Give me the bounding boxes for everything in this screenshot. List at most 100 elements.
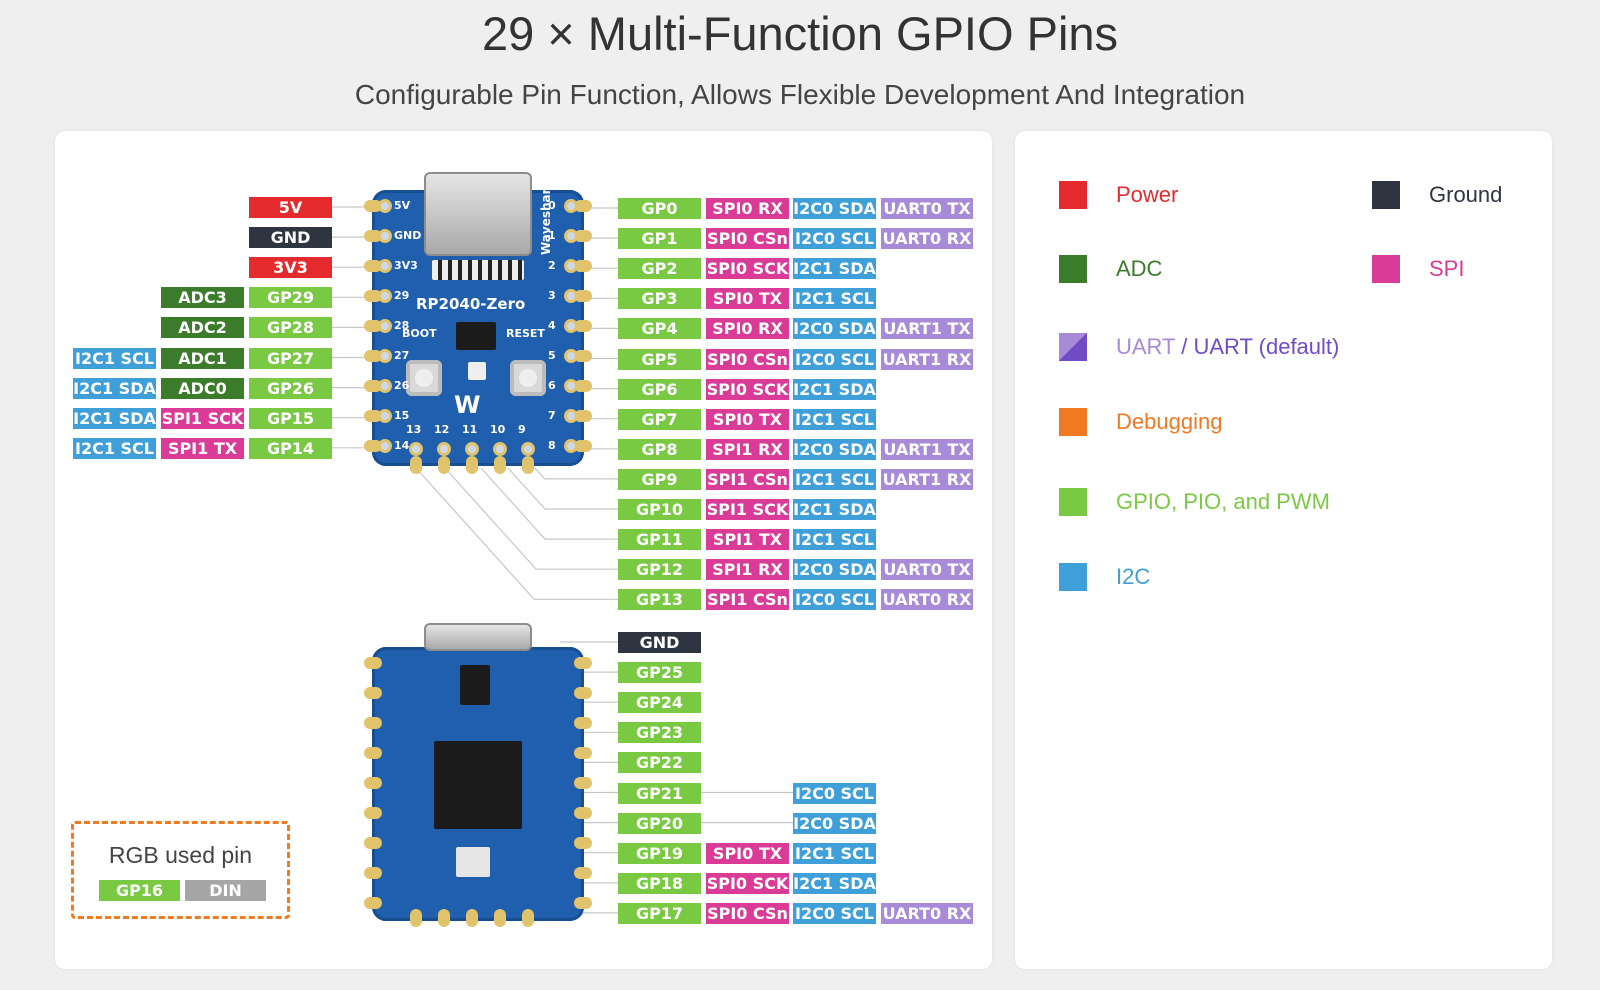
pin-hole [378, 379, 392, 393]
pin-pad [364, 410, 382, 422]
pin-hole [378, 289, 392, 303]
pin-hole [564, 259, 578, 273]
reset-button[interactable] [510, 360, 546, 396]
pin-pad [364, 200, 382, 212]
pin-silk-label: 15 [394, 409, 410, 422]
connector-line [444, 467, 618, 570]
pin-silk-label: 4 [548, 319, 556, 332]
pin-pad [574, 777, 592, 789]
pin-silk-label: 2 [548, 259, 556, 272]
pin-silk-label: 27 [394, 349, 410, 362]
pin-label-i2c0-sda: I2C0 SDA [793, 559, 876, 581]
pin-label-gp24: GP24 [618, 692, 701, 714]
pin-pad [466, 456, 478, 474]
pin-label-i2c0-scl: I2C0 SCL [793, 782, 876, 804]
connector-line [415, 467, 618, 600]
pin-pad [574, 350, 592, 362]
pin-pad [364, 837, 382, 849]
pin-label-adc0: ADC0 [161, 377, 244, 399]
pin-silk-label: 7 [548, 409, 556, 422]
crystal-icon [456, 847, 490, 877]
pin-silk-label: 28 [394, 319, 410, 332]
boot-button[interactable] [406, 360, 442, 396]
pin-label-gp7: GP7 [618, 408, 701, 430]
pin-pad [438, 456, 450, 474]
rp2040-chip-icon [434, 741, 522, 829]
pin-label-uart0-tx: UART0 TX [881, 559, 973, 581]
pin-hole [378, 409, 392, 423]
pin-pad [410, 909, 422, 927]
pin-label-gp18: GP18 [618, 872, 701, 894]
pin-label-spi1-csn: SPI1 CSn [706, 589, 789, 611]
pin-silk-label: 5 [548, 349, 556, 362]
boot-label: BOOT [402, 327, 437, 340]
pin-pad [574, 747, 592, 759]
pin-hole [564, 319, 578, 333]
pin-label-gp5: GP5 [618, 348, 701, 370]
pin-pad [574, 290, 592, 302]
legend-swatch-adc [1059, 255, 1087, 283]
pin-label-i2c1-sda: I2C1 SDA [793, 258, 876, 280]
legend-label-uart: UART / UART (default) [1116, 333, 1339, 361]
pin-pad [574, 807, 592, 819]
pin-label-i2c0-scl: I2C0 SCL [793, 348, 876, 370]
pin-pad [364, 687, 382, 699]
pin-label-i2c1-sda: I2C1 SDA [793, 378, 876, 400]
pin-hole [378, 199, 392, 213]
pin-label-gnd: GND [249, 227, 332, 249]
pin-hole [378, 349, 392, 363]
legend-swatch-ground [1372, 181, 1400, 209]
pin-label-i2c1-sda: I2C1 SDA [793, 499, 876, 520]
pin-label-3v3: 3V3 [249, 257, 332, 279]
pin-label-uart1-rx: UART1 RX [881, 348, 973, 370]
pin-label-gp13: GP13 [618, 589, 701, 611]
pin-pad [574, 410, 592, 422]
legend-swatch-uart [1059, 333, 1087, 361]
board-name: RP2040-Zero [416, 295, 526, 313]
pin-pad [364, 807, 382, 819]
connector-line [507, 467, 618, 510]
pin-label-uart1-rx: UART1 RX [881, 468, 973, 490]
pin-label-spi0-tx: SPI0 TX [706, 408, 789, 430]
legend-text: UART [1116, 334, 1176, 359]
pin-silk-label: 10 [490, 423, 506, 436]
pin-pad [364, 717, 382, 729]
pin-silk-label: 26 [394, 379, 410, 392]
pin-silk-label: 0 [548, 199, 556, 212]
chip-icon [456, 322, 496, 350]
pin-silk-label: 12 [434, 423, 450, 436]
legend-label-power: Power [1116, 181, 1178, 209]
pin-silk-label: 6 [548, 379, 556, 392]
pin-pad [364, 350, 382, 362]
pin-label-spi0-tx: SPI0 TX [706, 842, 789, 864]
legend-text: I2C [1116, 564, 1151, 589]
pin-label-gp0: GP0 [618, 198, 701, 219]
pin-label-i2c1-sda: I2C1 SDA [73, 407, 156, 429]
legend-text: ADC [1116, 256, 1163, 281]
pin-label-gp28: GP28 [249, 317, 332, 339]
pin-hole [493, 442, 507, 456]
pin-label-gp8: GP8 [618, 438, 701, 460]
pin-hole [378, 259, 392, 273]
rgb-led-icon [468, 362, 486, 380]
pin-label-spi0-csn: SPI0 CSn [706, 228, 789, 250]
pin-label-adc1: ADC1 [161, 347, 244, 369]
legend-text: Power [1116, 182, 1179, 207]
pin-hole [564, 199, 578, 213]
board-bottom-view [364, 623, 592, 927]
pin-pad [364, 290, 382, 302]
pin-label-uart0-rx: UART0 RX [881, 228, 973, 250]
pin-pad [494, 456, 506, 474]
legend-text-default: UART (default) [1193, 334, 1340, 359]
pin-pad [574, 230, 592, 242]
pin-pad [364, 380, 382, 392]
pin-silk-label: 9 [518, 423, 526, 436]
pin-label-uart0-rx: UART0 RX [881, 902, 973, 924]
pin-pad [574, 897, 592, 909]
pin-hole [564, 379, 578, 393]
pin-label-spi0-sck: SPI0 SCK [706, 378, 789, 400]
pin-pad [364, 897, 382, 909]
legend-label-debugging: Debugging [1116, 408, 1222, 436]
pin-label-spi0-rx: SPI0 RX [706, 318, 789, 340]
